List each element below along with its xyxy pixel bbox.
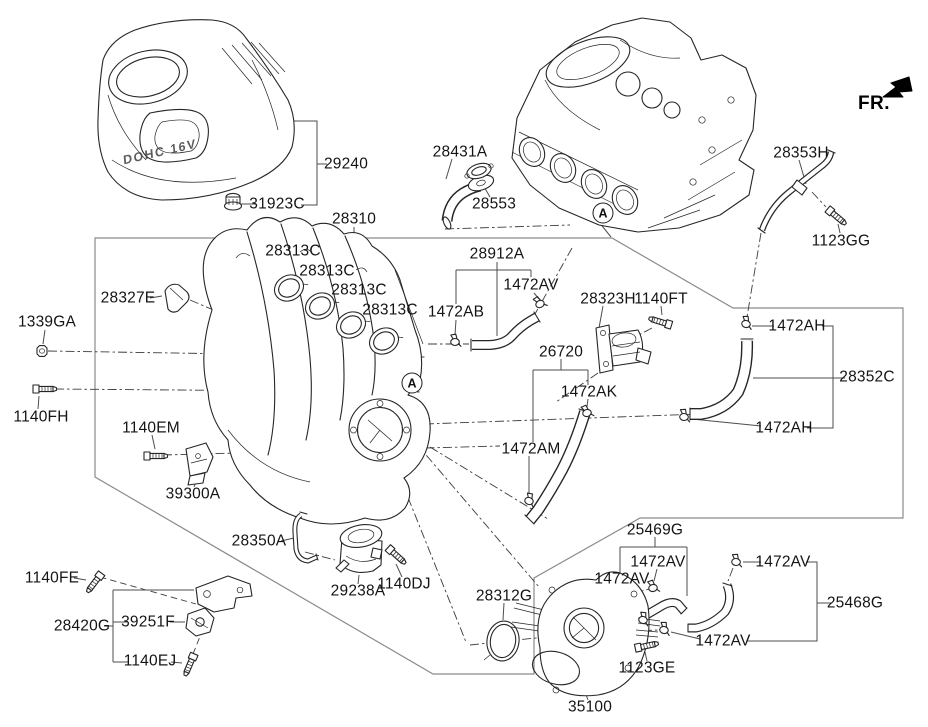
elbow-28431A-drawing	[441, 174, 495, 230]
part-label-1472AV[interactable]: 1472AV	[503, 276, 559, 294]
assembly-outline-box-28310	[94, 237, 904, 675]
front-direction-label: FR.	[857, 93, 891, 114]
bracket-28420G-drawing	[195, 575, 253, 613]
gasket-28553-drawing	[464, 162, 494, 180]
part-label-39300A[interactable]: 39300A	[165, 485, 221, 503]
part-label-28313C[interactable]: 28313C	[331, 281, 387, 299]
part-label-28420G[interactable]: 28420G	[53, 617, 111, 635]
part-label-35100[interactable]: 35100	[567, 698, 613, 716]
nipple-28327E-drawing	[164, 283, 190, 313]
throttle-body-35100-drawing	[510, 571, 661, 697]
intake-manifold-drawing	[202, 216, 431, 525]
part-label-25468G[interactable]: 25468G	[826, 594, 884, 612]
part-label-1140FH[interactable]: 1140FH	[13, 408, 69, 426]
part-label-28323H[interactable]: 28323H	[580, 290, 636, 308]
part-label-1140FE[interactable]: 1140FE	[24, 569, 80, 587]
pipe-28350A-drawing	[292, 511, 319, 564]
hose-26720-drawing	[524, 408, 592, 525]
purge-valve-29238A-drawing	[335, 524, 383, 573]
part-label-1123GG[interactable]: 1123GG	[811, 232, 871, 250]
part-label-29238A[interactable]: 29238A	[330, 582, 386, 600]
part-label-26720[interactable]: 26720	[538, 343, 584, 361]
hose-25468G-drawing	[687, 582, 735, 633]
part-label-1472AV[interactable]: 1472AV	[630, 553, 686, 571]
engine-cover-drawing	[97, 19, 295, 201]
part-label-1472AB[interactable]: 1472AB	[427, 303, 485, 321]
front-direction-arrow	[882, 76, 913, 98]
part-label-1472AV[interactable]: 1472AV	[594, 570, 650, 588]
part-label-28313C[interactable]: 28313C	[299, 262, 355, 280]
part-label-25469G[interactable]: 25469G	[626, 521, 684, 539]
pipe-28353H-drawing	[757, 149, 836, 234]
part-label-1472AV[interactable]: 1472AV	[755, 553, 811, 571]
part-label-1472AM[interactable]: 1472AM	[501, 440, 561, 458]
part-label-1472AV[interactable]: 1472AV	[695, 632, 751, 650]
part-label-1472AH[interactable]: 1472AH	[768, 317, 826, 335]
part-label-28353H[interactable]: 28353H	[773, 144, 829, 162]
hose-28912A-drawing	[470, 311, 541, 352]
cylinder-head-drawing	[511, 17, 757, 233]
sensor-39251F-drawing	[185, 607, 215, 637]
part-label-28912A[interactable]: 28912A	[469, 245, 525, 263]
part-label-28313C[interactable]: 28313C	[265, 242, 321, 260]
part-label-1339GA[interactable]: 1339GA	[17, 313, 77, 331]
detail-view-marker-A: A	[592, 202, 614, 224]
part-label-31923C[interactable]: 31923C	[249, 195, 305, 213]
part-label-28310[interactable]: 28310	[331, 210, 377, 228]
part-label-28313C[interactable]: 28313C	[362, 301, 418, 319]
part-label-1140DJ[interactable]: 1140DJ	[377, 575, 431, 593]
part-label-1123GE[interactable]: 1123GE	[618, 659, 676, 677]
hose-28352C-drawing	[689, 338, 754, 421]
part-label-28553[interactable]: 28553	[471, 195, 517, 213]
valve-28323H-drawing	[595, 324, 652, 374]
part-label-28352C[interactable]: 28352C	[839, 368, 895, 386]
part-label-29240[interactable]: 29240	[323, 155, 369, 173]
part-label-1472AH[interactable]: 1472AH	[755, 419, 813, 437]
gasket-28312G-drawing	[483, 620, 520, 662]
part-label-1472AK[interactable]: 1472AK	[560, 383, 618, 401]
part-label-28431A[interactable]: 28431A	[432, 143, 488, 161]
part-label-1140FT[interactable]: 1140FT	[634, 290, 688, 308]
sensor-39300A-drawing	[185, 442, 214, 486]
part-label-28350A[interactable]: 28350A	[231, 532, 287, 550]
part-label-1140EJ[interactable]: 1140EJ	[123, 652, 177, 670]
part-label-1140EM[interactable]: 1140EM	[122, 419, 180, 437]
grommet-31923C-drawing	[223, 192, 243, 211]
gaskets-28313C-drawing	[273, 274, 404, 355]
part-label-39251F[interactable]: 39251F	[121, 613, 175, 631]
part-label-28312G[interactable]: 28312G	[475, 587, 533, 605]
detail-view-marker-A: A	[401, 372, 423, 394]
part-label-28327E[interactable]: 28327E	[100, 289, 156, 307]
